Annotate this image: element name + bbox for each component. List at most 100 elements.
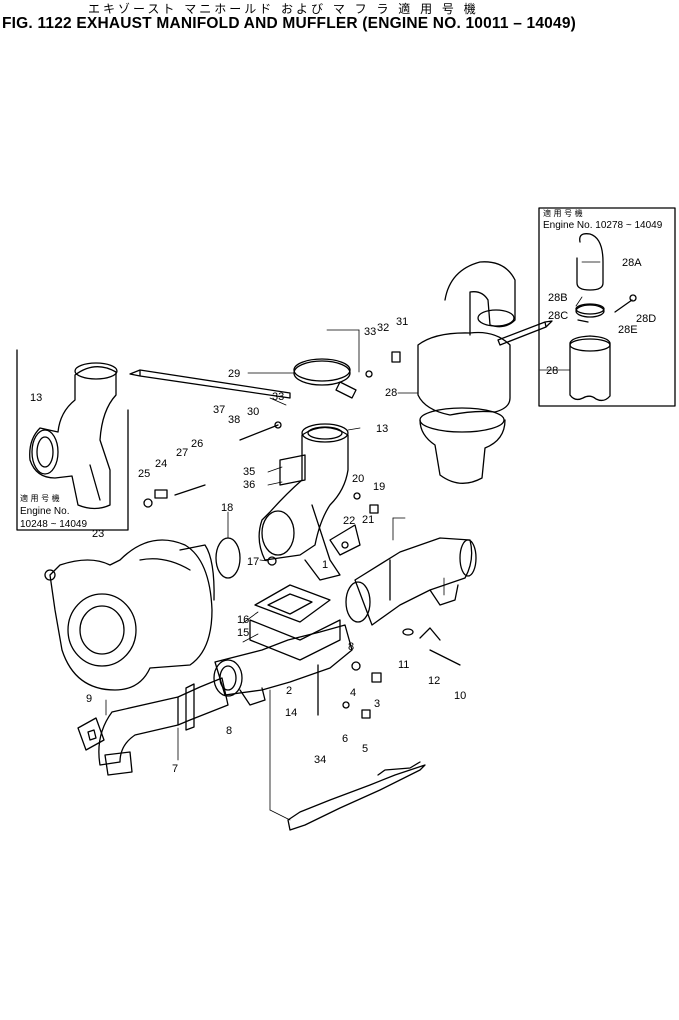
callout-8a: 8 xyxy=(226,725,232,737)
callout-12: 12 xyxy=(428,675,440,687)
part-28b-clamp-ring xyxy=(575,304,605,318)
inset-box-muffler-variant xyxy=(538,207,676,407)
part-6-washer xyxy=(342,701,350,709)
part-30-bolt xyxy=(239,424,279,441)
callout-33: 33 xyxy=(272,391,284,403)
callout-7: 7 xyxy=(172,763,178,775)
callout-24: 24 xyxy=(155,458,167,470)
part-34-heat-shield-bracket xyxy=(287,764,426,831)
part-33-washer xyxy=(274,421,282,429)
callout-15: 15 xyxy=(237,627,249,639)
header-japanese: エキゾースト マニホールド および マ フ ラ 適 用 号 機 xyxy=(88,2,479,16)
callout-35: 35 xyxy=(243,466,255,478)
part-20-washer xyxy=(353,492,361,500)
part-7-exhaust-pipe xyxy=(98,677,229,776)
part-22-washer xyxy=(341,541,349,549)
callout-8b: 8 xyxy=(348,641,354,653)
callout-16: 16 xyxy=(237,614,249,626)
leader-arrow-to-right-inset xyxy=(497,320,553,346)
leader-arrow-to-left-inset xyxy=(129,369,291,399)
part-35-36-plate xyxy=(279,454,306,486)
callout-19: 19 xyxy=(373,481,385,493)
callout-37: 37 xyxy=(213,404,225,416)
callout-28a: 28A xyxy=(622,257,642,269)
part-28d-nut xyxy=(629,294,637,302)
part-29-band-clamp xyxy=(293,358,357,399)
callout-9: 9 xyxy=(86,693,92,705)
callout-31: 31 xyxy=(396,316,408,328)
left-inset-engine-range: 10248 ~ 14049 xyxy=(20,519,87,530)
part-19-nut xyxy=(369,504,379,514)
part-12-clip xyxy=(419,627,441,641)
left-inset-jp-label: 適 用 号 機 xyxy=(20,493,60,503)
muffler-elbow-top xyxy=(444,261,516,336)
callout-4: 4 xyxy=(350,687,356,699)
part-13-exhaust-elbow xyxy=(258,423,349,581)
callout-3: 3 xyxy=(374,698,380,710)
part-13-inset-pipe xyxy=(29,366,117,510)
callout-34: 34 xyxy=(314,754,326,766)
callout-22: 22 xyxy=(343,515,355,527)
callout-28-inset: 28 xyxy=(546,365,558,377)
callout-14: 14 xyxy=(285,707,297,719)
callout-20: 20 xyxy=(352,473,364,485)
part-28-muffler-inset xyxy=(569,335,611,402)
part-23-turbocharger xyxy=(44,539,215,691)
callout-25: 25 xyxy=(138,468,150,480)
part-21-bracket xyxy=(329,524,361,556)
callout-29: 29 xyxy=(228,368,240,380)
callout-5: 5 xyxy=(362,743,368,755)
callout-38: 38 xyxy=(228,414,240,426)
callout-17: 17 xyxy=(247,556,259,568)
callout-28b: 28B xyxy=(548,292,568,304)
callout-27: 27 xyxy=(176,447,188,459)
leader-lines xyxy=(105,261,601,821)
callout-1: 1 xyxy=(322,559,328,571)
callout-13-inset: 13 xyxy=(30,392,42,404)
part-5-nut xyxy=(361,709,371,719)
part-28a-elbow-pipe xyxy=(576,233,604,291)
part-25-clip xyxy=(143,498,153,508)
callout-21: 21 xyxy=(362,514,374,526)
callout-36: 36 xyxy=(243,479,255,491)
part-2-exhaust-manifold xyxy=(213,624,353,706)
callout-2: 2 xyxy=(286,685,292,697)
callout-23: 23 xyxy=(92,528,104,540)
small-fasteners xyxy=(143,351,461,719)
callout-33-top: 33 xyxy=(364,326,376,338)
callout-26: 26 xyxy=(191,438,203,450)
part-15-manifold-flange xyxy=(249,619,341,661)
figure-title: FIG. 1122 EXHAUST MANIFOLD AND MUFFLER (… xyxy=(2,15,577,32)
part-24-plate xyxy=(154,489,168,499)
callout-11: 11 xyxy=(398,659,409,671)
part-26-27-bolt xyxy=(174,484,206,496)
part-31-nut xyxy=(391,351,401,363)
part-32-washer xyxy=(365,370,373,378)
right-inset-jp-label: 適 用 号 機 xyxy=(543,208,583,218)
callout-28e: 28E xyxy=(618,324,638,336)
part-17-nut xyxy=(267,556,277,566)
part-10-bolt xyxy=(429,649,461,666)
callout-10: 10 xyxy=(454,690,466,702)
callout-28: 28 xyxy=(385,387,397,399)
part-4-washer xyxy=(351,661,361,671)
inset-box-manifold-variant xyxy=(16,349,129,531)
right-inset-engine-range: Engine No. 10278 ~ 14049 xyxy=(543,220,663,231)
left-inset-engine-label: Engine No. xyxy=(20,506,69,517)
callout-28c: 28C xyxy=(548,310,568,322)
part-18-gasket-ring xyxy=(215,537,241,579)
muffler-lower-can xyxy=(419,419,506,484)
callout-18: 18 xyxy=(221,502,233,514)
callout-labels: 1 2 3 4 5 6 7 8 8 9 10 11 12 13 13 14 15… xyxy=(30,257,656,775)
part-16-gasket xyxy=(254,584,331,623)
part-11-exhaust-tube xyxy=(345,537,477,626)
callout-6: 6 xyxy=(342,733,348,745)
callout-13: 13 xyxy=(376,423,388,435)
callout-30: 30 xyxy=(247,406,259,418)
callout-28d: 28D xyxy=(636,313,656,325)
part-28-muffler xyxy=(417,331,511,416)
callout-32: 32 xyxy=(377,322,389,334)
part-9-gasket-flange xyxy=(77,717,105,751)
part-11-washer xyxy=(402,628,414,636)
